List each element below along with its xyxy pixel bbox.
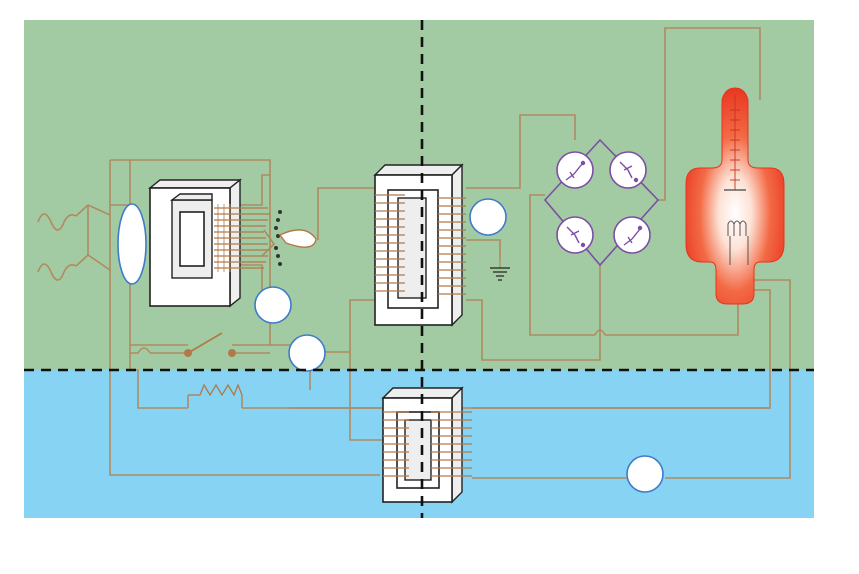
relay-contact [261,210,317,266]
resistor-icon [188,383,243,397]
ac-source-top [37,204,89,231]
ac-source-bottom [37,254,89,281]
main-transformer [373,163,466,327]
rectifier-bridge [543,138,660,267]
ground [490,260,510,281]
meter-2 [288,334,326,372]
relay-core [148,178,270,308]
xray-tube-icon [685,87,785,305]
wiring [87,27,791,479]
ground-icon [490,260,510,281]
switch-icon [130,332,270,357]
switch [130,332,270,357]
meter-3 [469,198,507,236]
meter-1 [254,286,292,324]
ac-source-icon [37,263,77,281]
resistor [187,383,243,408]
contact-icon [278,229,317,248]
ac-source-icon [37,213,77,231]
filament-transformer [381,386,472,504]
input-meter [117,203,147,285]
meter-4 [626,455,664,493]
xray-tube [685,87,785,305]
